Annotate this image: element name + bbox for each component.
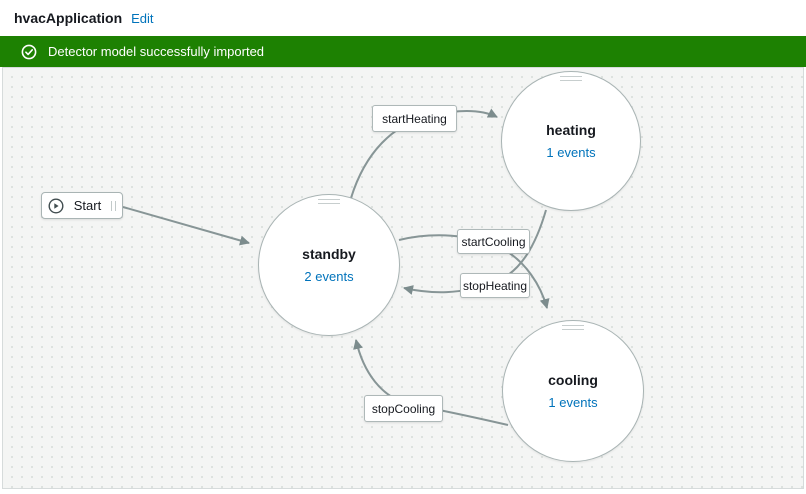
start-node[interactable]: Start [41,192,123,219]
page-header: hvacApplication Edit [0,0,806,36]
detector-model-canvas[interactable]: Start standby 2 events heating 1 events … [2,67,804,489]
state-drag-handle-icon[interactable] [318,199,340,204]
play-icon [48,197,64,214]
success-banner: Detector model successfully imported [0,36,806,67]
success-check-icon [21,44,37,59]
state-node-standby[interactable]: standby 2 events [258,194,400,336]
transition-label-startHeating[interactable]: startHeating [372,105,457,132]
banner-message: Detector model successfully imported [48,44,265,59]
edge-start-to-standby[interactable] [122,206,250,246]
transition-label-startCooling[interactable]: startCooling [457,229,530,254]
drag-handle-icon[interactable] [111,200,116,211]
state-drag-handle-icon[interactable] [562,325,584,330]
transition-label-stopCooling[interactable]: stopCooling [364,395,443,422]
state-events-link[interactable]: 2 events [304,269,354,284]
state-events-link[interactable]: 1 events [546,145,596,160]
start-node-label: Start [73,198,102,213]
state-drag-handle-icon[interactable] [560,76,582,81]
page-title: hvacApplication [14,10,123,26]
state-node-heating[interactable]: heating 1 events [501,71,641,211]
transition-label-stopHeating[interactable]: stopHeating [460,273,530,298]
state-name: standby [302,246,356,262]
state-name: cooling [548,372,598,388]
state-name: heating [546,122,596,138]
edit-link[interactable]: Edit [131,10,154,26]
state-node-cooling[interactable]: cooling 1 events [502,320,644,462]
state-events-link[interactable]: 1 events [548,395,598,410]
